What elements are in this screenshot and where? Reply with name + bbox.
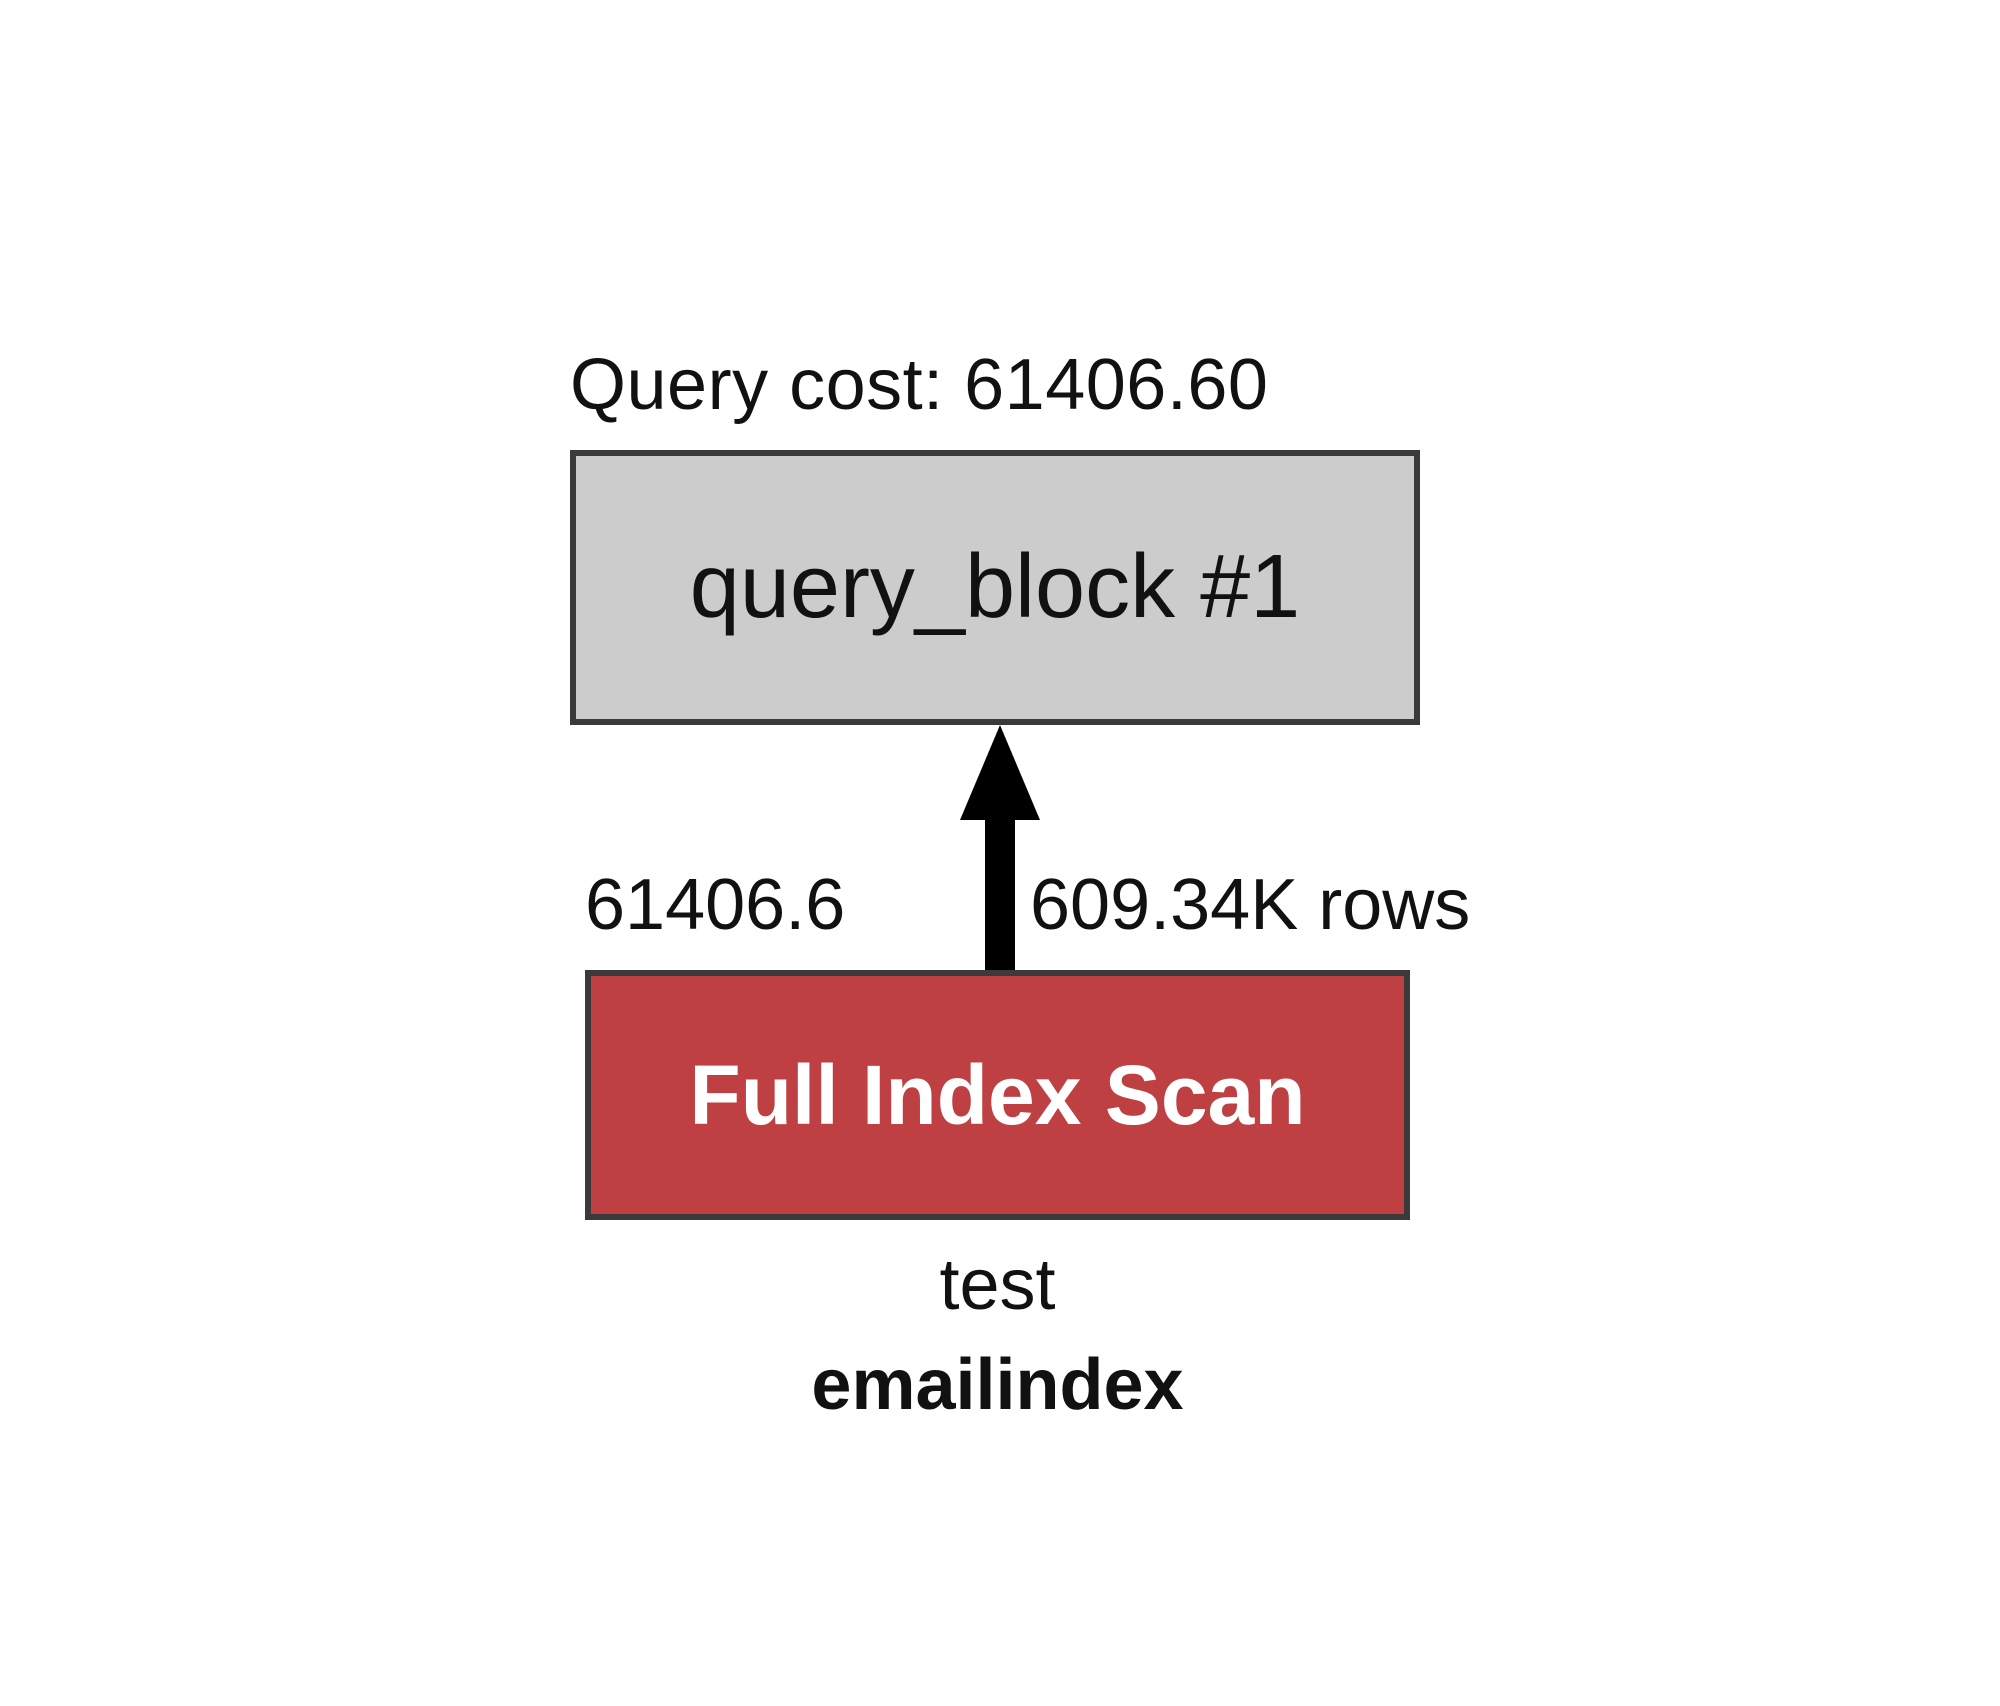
table-name-label: test	[939, 1245, 1056, 1325]
query-cost-label: Query cost: 61406.60	[570, 345, 1269, 425]
edge-rows-label: 609.34K rows	[1030, 865, 1471, 945]
full-index-scan-node[interactable]: Full Index Scan	[585, 970, 1410, 1220]
full-index-scan-label: Full Index Scan	[689, 1047, 1306, 1142]
edge-cost-label: 61406.6	[585, 865, 846, 945]
index-name-label: emailindex	[811, 1345, 1184, 1425]
query-block-label: query_block #1	[689, 537, 1301, 637]
query-block-node[interactable]: query_block #1	[570, 450, 1420, 725]
data-flow-arrow	[960, 725, 1040, 970]
arrow-shaft	[985, 815, 1015, 970]
arrow-head	[960, 725, 1040, 820]
